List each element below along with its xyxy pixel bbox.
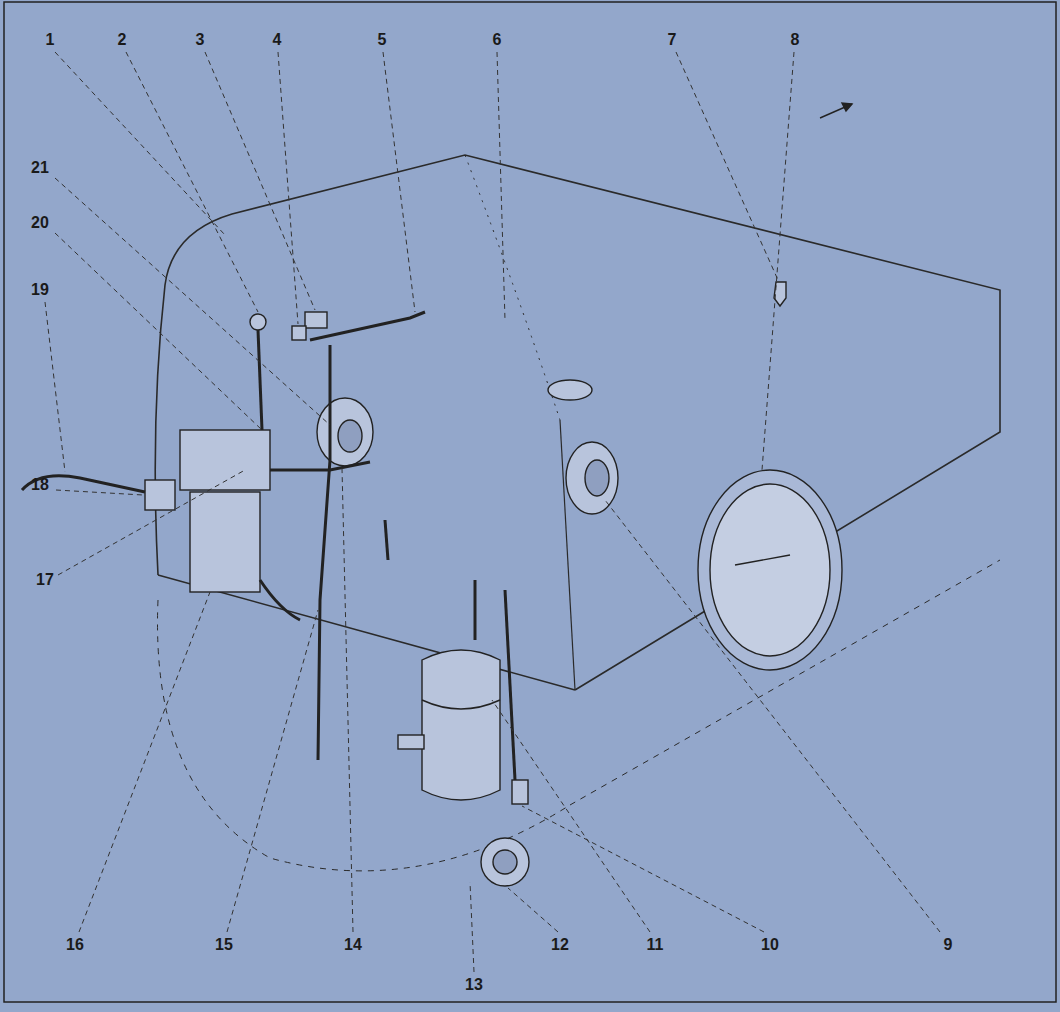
callout-number: 15 [215, 937, 233, 953]
callout-number: 11 [647, 937, 664, 953]
callout-number: 16 [66, 937, 84, 953]
callout-number: 6 [493, 32, 502, 48]
hoses [22, 312, 515, 780]
callout-number: 5 [378, 32, 387, 48]
callout-number: 8 [791, 32, 800, 48]
callout-number: 14 [344, 937, 362, 953]
callout-number: 21 [31, 160, 49, 176]
callout-number: 2 [118, 32, 127, 48]
callout-number: 17 [36, 572, 54, 588]
tank-parts [145, 282, 842, 886]
callout-number: 7 [668, 32, 677, 48]
tank-outline [155, 155, 1000, 871]
callout-number: 19 [31, 282, 49, 298]
callout-number: 9 [944, 937, 953, 953]
callout-number: 4 [273, 32, 282, 48]
callout-number: 12 [551, 937, 569, 953]
callout-number: 1 [46, 32, 55, 48]
callout-number: 3 [196, 32, 205, 48]
callout-number: 10 [761, 937, 779, 953]
frame [4, 2, 1056, 1002]
leader-lines [45, 52, 940, 972]
direction-arrow [820, 103, 852, 118]
callout-number: 18 [31, 477, 49, 493]
callout-number: 20 [31, 215, 49, 231]
callout-number: 13 [465, 977, 483, 993]
